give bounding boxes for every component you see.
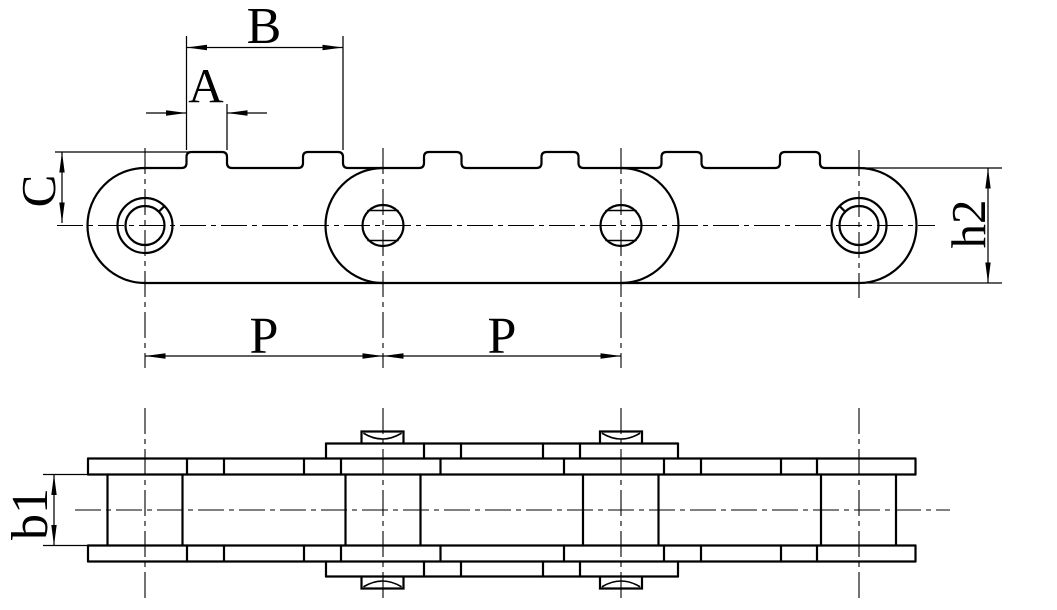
dim-label-A: A: [188, 58, 224, 113]
dimension-h2: h2: [860, 167, 1002, 284]
side-view-outline: [86, 150, 918, 285]
roller-second: [361, 203, 405, 248]
plan-view: b1: [2, 408, 950, 600]
dim-label-P-right: P: [488, 308, 517, 365]
plan-view-plates: [86, 442, 917, 578]
plan-view-pin-caps: [360, 430, 644, 590]
pin-hole-right: [830, 196, 888, 255]
dim-label-b1: b1: [2, 488, 59, 540]
side-view: B A C h2: [11, 0, 1002, 368]
pin-hole-left: [116, 196, 174, 255]
dimension-P-right: P: [383, 308, 621, 365]
dimension-P-left: P: [145, 308, 383, 365]
plan-view-centerlines: [75, 408, 950, 600]
side-view-centerlines: [57, 148, 935, 368]
dimension-b1: b1: [2, 473, 87, 547]
dim-label-h2: h2: [941, 200, 996, 249]
dim-label-B: B: [247, 0, 282, 55]
dimension-B: B: [185, 0, 344, 150]
dimension-C: C: [11, 151, 190, 223]
dim-label-C: C: [11, 175, 66, 208]
plan-view-rollers: [106, 473, 898, 547]
dimension-A: A: [146, 58, 267, 150]
dim-label-P-left: P: [250, 308, 279, 365]
roller-third: [599, 203, 643, 248]
